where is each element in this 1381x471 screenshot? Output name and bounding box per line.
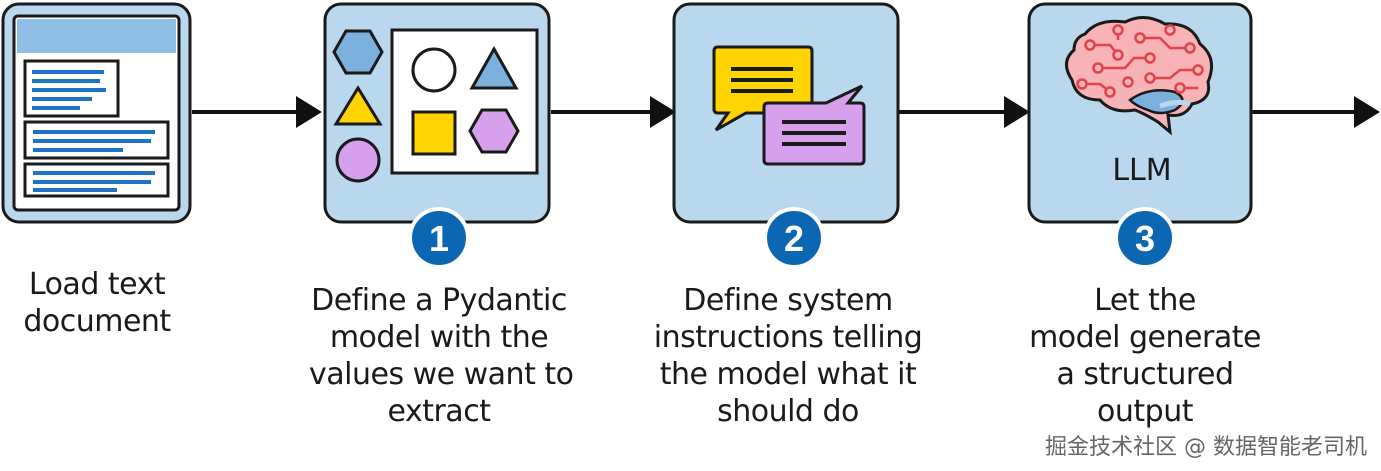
step-caption-0: Load text document [0,266,194,340]
step-caption-1: Define a Pydantic model with the values … [309,282,574,430]
arrow-icon [192,96,322,128]
caption-line: instructions telling [653,320,923,355]
watermark: 掘金技术社区 @ 数据智能老司机 [1045,435,1367,460]
step-number-3: 3 [1135,218,1155,259]
llm-label: LLM [1112,153,1171,188]
step-badge-3: 3 [1114,207,1176,269]
arrow-icon [1252,96,1380,128]
caption-line: Define a Pydantic [311,283,567,318]
step-badge-2: 2 [763,207,825,269]
caption-line: Let the [1094,283,1196,318]
step-number-2: 2 [784,218,804,259]
caption-line: output [1097,394,1193,429]
arrow-icon [899,96,1030,128]
caption-line: Load text [28,267,166,302]
caption-line: extract [387,394,491,429]
caption-line: should do [717,394,859,429]
caption-line: model with the [329,320,549,355]
caption-line: the model what it [659,357,917,392]
caption-line: values we want to [309,357,574,392]
arrow-icon [551,96,676,128]
step-badge-1: 1 [408,207,470,269]
shapes-icon [323,2,551,224]
step-caption-3: Let the model generate a structured outp… [1020,282,1270,430]
chat-bubbles-icon [672,2,900,224]
caption-line: a structured [1056,357,1234,392]
caption-line: Define system [683,283,893,318]
brain-icon: LLM [1027,2,1253,224]
document-icon [1,2,192,224]
caption-line: document [23,304,171,339]
step-number-1: 1 [429,218,449,259]
caption-line: model generate [1029,320,1261,355]
step-caption-2: Define system instructions telling the m… [648,282,928,430]
